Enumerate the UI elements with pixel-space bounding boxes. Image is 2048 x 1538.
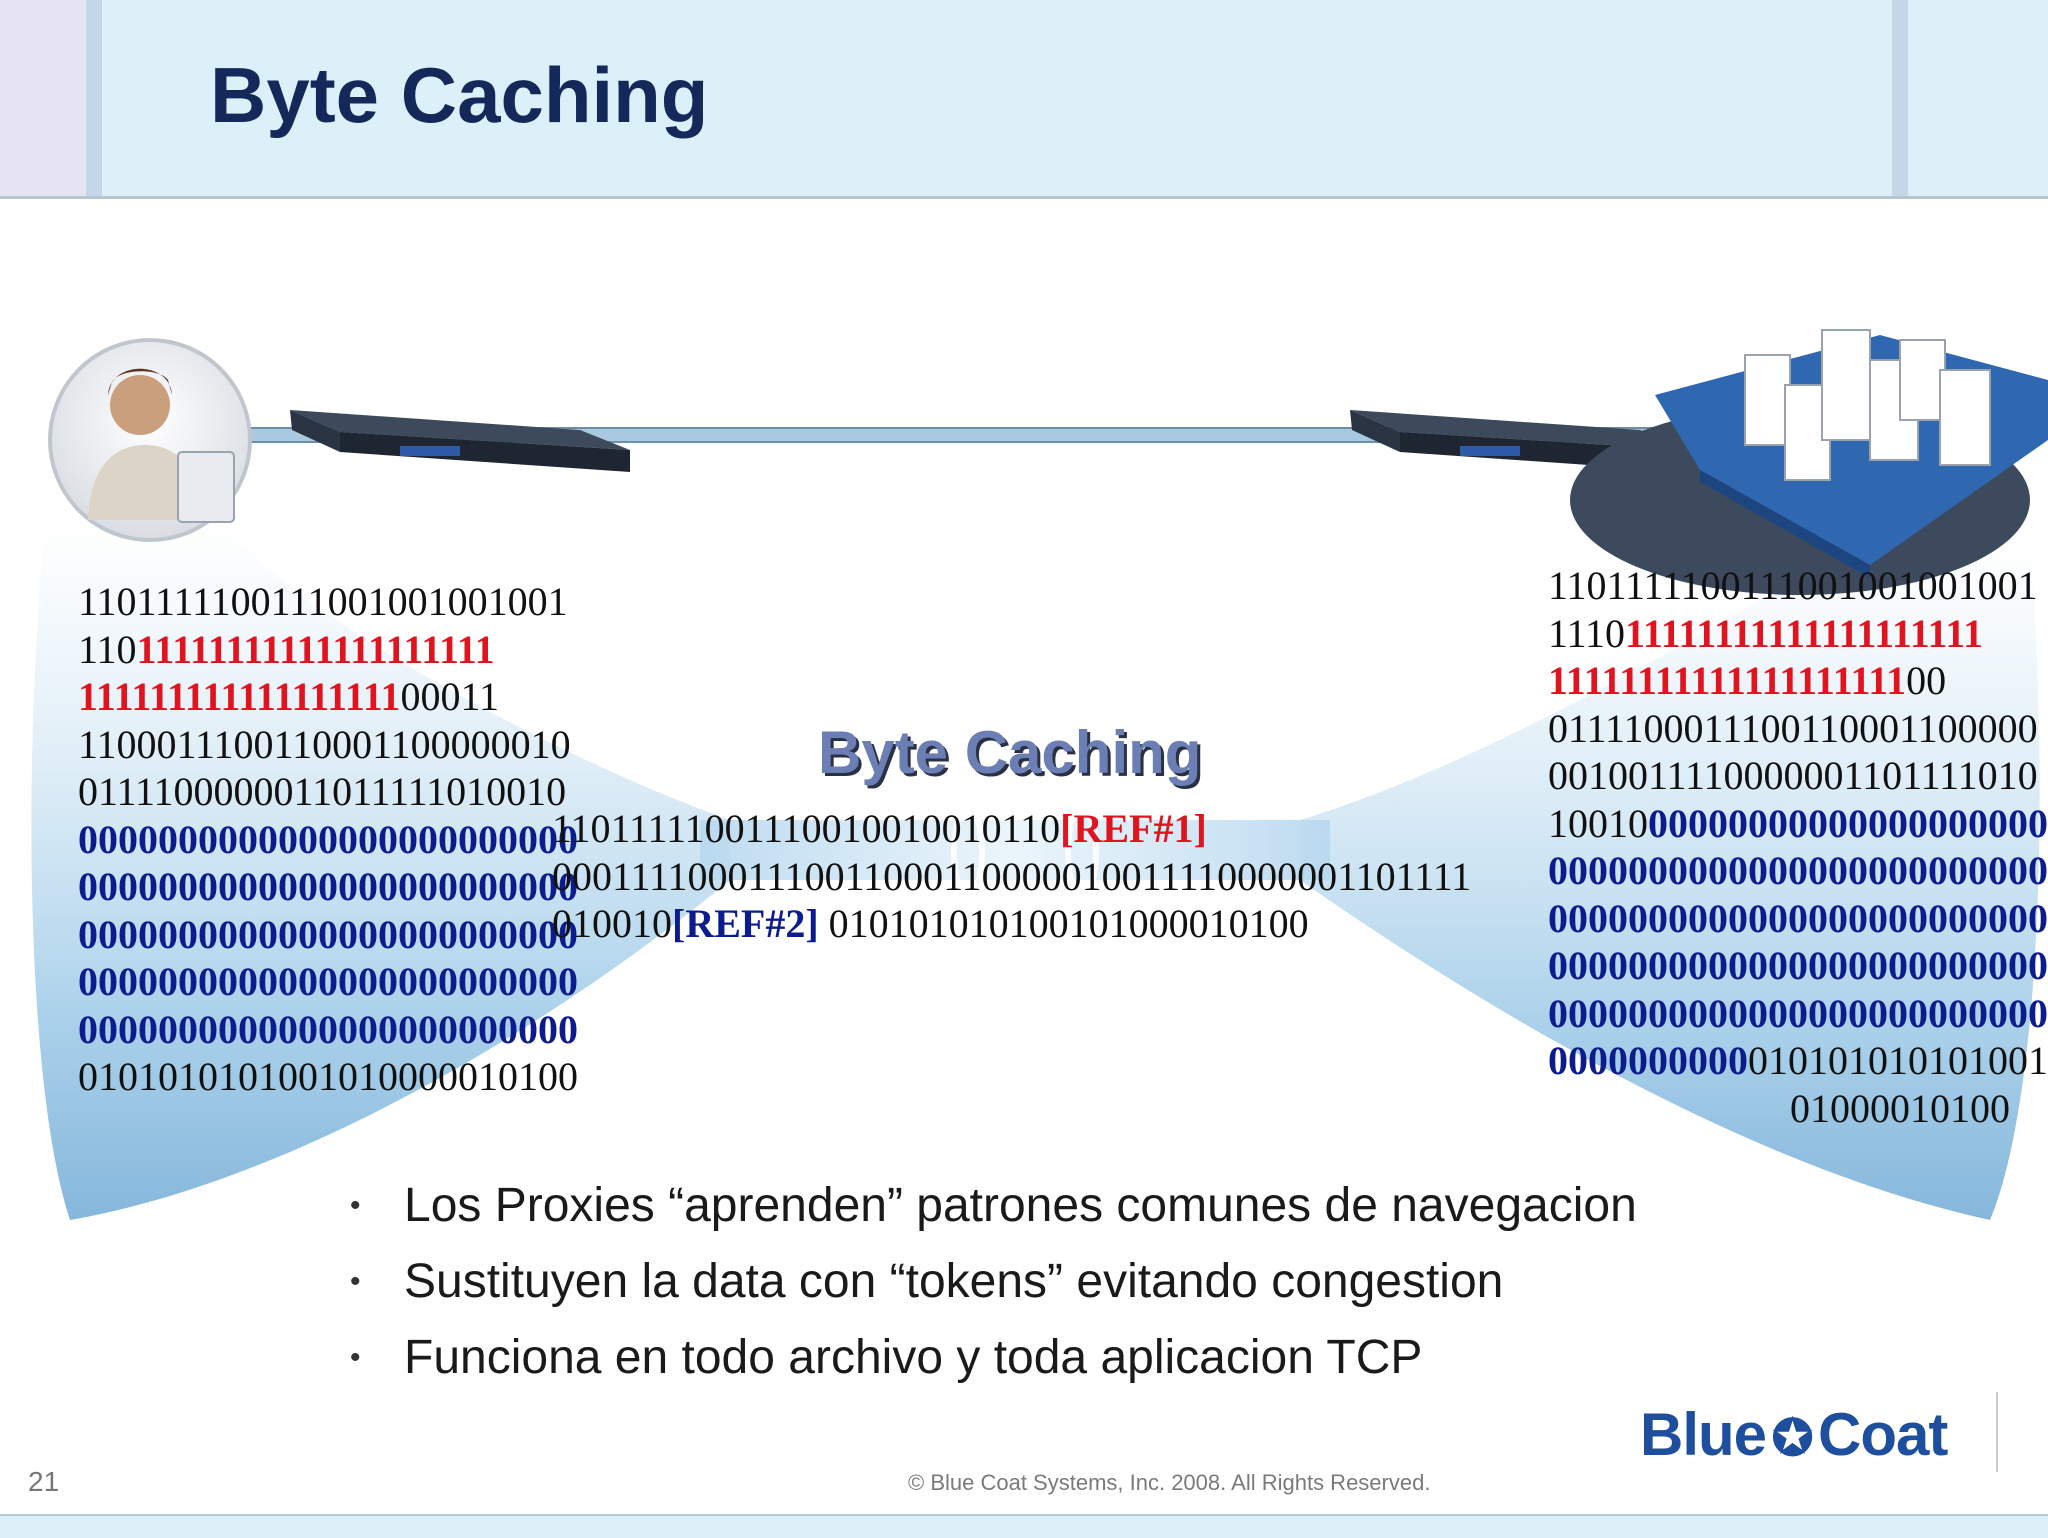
bullet-item: •Funciona en todo archivo y toda aplicac… [350, 1320, 1637, 1396]
left-binary-block: 1101111100111001001001001 11011111111111… [78, 578, 578, 1101]
pipe-ring-right [1065, 805, 1099, 899]
binary-line: 0000000000000000000000000 [1548, 990, 2048, 1036]
bullet-item: •Los Proxies “aprenden” patrones comunes… [350, 1168, 1637, 1244]
bullet-dot-icon: • [350, 1265, 361, 1298]
binary-line: 0101010101001010000010100 [78, 1054, 578, 1099]
middle-pipe [700, 820, 1330, 880]
binary-line: 0000000000000000000000000 [78, 959, 578, 1004]
shield-star-icon: ✪ [1771, 1410, 1814, 1466]
page-number: 21 [28, 1466, 60, 1497]
binary-line: 11011111001110010010010110[REF#1] [552, 806, 1207, 851]
byte-caching-label: Byte Caching [818, 719, 1202, 786]
binary-line: 1101111100111001001001001 [1548, 563, 2038, 608]
binary-line: 0000000000000000000000000 [78, 911, 578, 957]
binary-line: 1001000000000000000000000 [1548, 800, 2048, 846]
right-data-cone [1300, 540, 2040, 1220]
bullet-item: •Sustituyen la data con “tokens” evitand… [350, 1244, 1637, 1320]
bluecoat-logo: Blue✪Coat [1640, 1401, 1948, 1468]
binary-line: 1111111111111111111100 [1548, 658, 1947, 703]
binary-line: 111011111111111111111111 [1548, 610, 1984, 656]
left-proxy-appliance [290, 410, 630, 472]
binary-line: 0000000000000000000000000 [1548, 943, 2048, 988]
binary-line: 0000000000010101010101001 [1548, 1038, 2048, 1083]
binary-line: 010010[REF#2] 010101010100101000010100 [552, 901, 1309, 946]
header-accent-stripe [86, 0, 102, 196]
person-icon [88, 368, 235, 523]
logo-divider [1996, 1392, 1998, 1472]
binary-line: 0000000000000000000000000 [1548, 848, 2048, 893]
footer-band [0, 1514, 2048, 1538]
binary-line: 0111100000011011111010010 [78, 769, 567, 814]
binary-line: 0010011110000001101111010 [1548, 753, 2038, 798]
ref1-token: [REF#1] [1060, 806, 1207, 851]
right-binary-block: 1101111100111001001001001 11101111111111… [1548, 562, 2048, 1132]
header-accent-left [0, 0, 86, 196]
copyright-notice: © Blue Coat Systems, Inc. 2008. All Righ… [908, 1470, 1431, 1495]
binary-line: 0000000000000000000000000 [1548, 895, 2048, 941]
binary-line: 0111100011100110001100000 [1548, 705, 2038, 751]
binary-line: 1101111100111001001001001 [78, 579, 568, 624]
binary-line: 0001111000111001100011000001001111000000… [552, 853, 1472, 899]
left-data-cone [31, 520, 731, 1220]
ref2-token: [REF#2] [672, 901, 819, 946]
bullet-dot-icon: • [350, 1189, 361, 1222]
binary-line: 11111111111111111100011 [78, 674, 499, 719]
slide-header: Byte Caching [0, 0, 2048, 199]
pipe-ring-left [951, 805, 985, 899]
binary-line: 1100011100110001100000010 [78, 721, 571, 767]
binary-line: 11011111111111111111111 [78, 626, 495, 672]
binary-line: 0000000000000000000000000 [78, 1006, 578, 1052]
header-accent-right [1892, 0, 1908, 196]
binary-line: 01000010100 [1790, 1085, 2010, 1131]
bullet-list: •Los Proxies “aprenden” patrones comunes… [350, 1168, 1637, 1396]
slide-title: Byte Caching [210, 51, 709, 139]
bullet-dot-icon: • [350, 1341, 361, 1374]
binary-line: 0000000000000000000000000 [78, 816, 578, 862]
binary-line: 0000000000000000000000000 [78, 864, 578, 909]
middle-binary-block: 11011111001110010010010110[REF#1] 000111… [552, 805, 1471, 948]
server-farm [1570, 329, 2048, 595]
